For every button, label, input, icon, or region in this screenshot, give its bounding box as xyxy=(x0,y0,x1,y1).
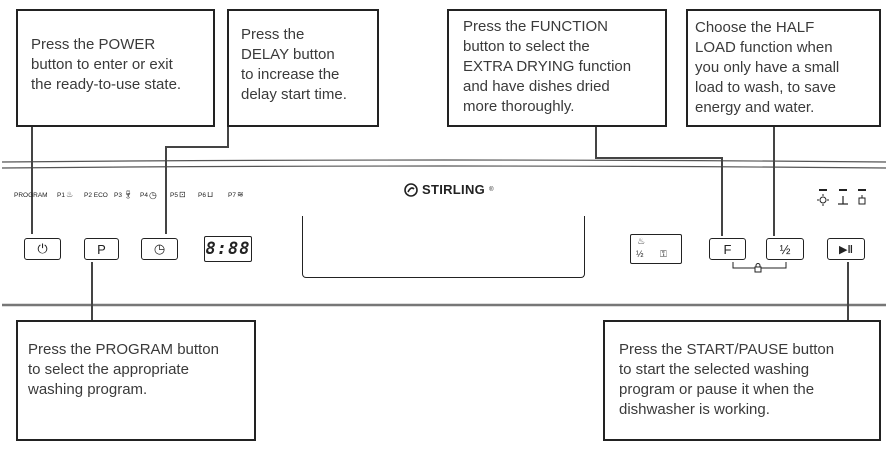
panel-top-edge xyxy=(1,159,887,163)
tray-icon: ≋ xyxy=(237,190,244,199)
clock-icon: ◷ xyxy=(149,190,157,200)
quick-icon: ⊡ xyxy=(179,190,186,199)
function-indicator-panel: ♨ ½ ⚿ xyxy=(630,234,682,264)
callout-function-text: Press the FUNCTION button to select the … xyxy=(463,18,632,115)
callout-half-load: Choose the HALF LOAD function when you o… xyxy=(686,9,881,127)
brand-name: STIRLING xyxy=(422,182,486,197)
callout-delay-text: Press the DELAY button to increase the d… xyxy=(241,26,347,103)
delay-clock-icon: ◷ xyxy=(153,241,166,256)
pot-icon: ♨ xyxy=(66,190,74,199)
brand-logo: STIRLING® xyxy=(404,182,494,197)
glass-icon: 🍷︎ xyxy=(123,190,134,199)
power-button[interactable]: ⏻ xyxy=(24,238,61,260)
program-p2: P2 ECO xyxy=(84,192,108,199)
program-p6: P6 xyxy=(198,192,206,199)
rinse-aid-icon xyxy=(858,195,866,205)
brand-mark: ® xyxy=(489,186,494,193)
callout-function: Press the FUNCTION button to select the … xyxy=(447,9,667,127)
delay-leader-line xyxy=(165,126,229,234)
callout-start-pause: Press the START/PAUSE button to start th… xyxy=(603,320,881,441)
child-lock-indicator-icon: ⚿ xyxy=(660,249,667,259)
callout-power: Press the POWER button to enter or exit … xyxy=(16,9,215,127)
rinse-icon: ⊔ xyxy=(207,190,214,199)
program-p4: P4 xyxy=(140,192,148,199)
function-button[interactable]: F xyxy=(709,238,746,260)
extra-dry-indicator-icon: ♨ xyxy=(637,236,646,246)
play-pause-icon: ▶‖ xyxy=(839,243,853,256)
indicator-leds xyxy=(819,189,866,191)
program-p7: P7 xyxy=(228,192,236,199)
half-load-indicator: ½ xyxy=(636,249,644,259)
brand-swirl-icon xyxy=(404,182,418,197)
power-icon: ⏻ xyxy=(37,241,48,256)
program-p1: P1 xyxy=(57,192,65,199)
callout-delay: Press the DELAY button to increase the d… xyxy=(227,9,379,127)
program-button[interactable]: P xyxy=(84,238,119,260)
callout-program: Press the PROGRAM button to select the a… xyxy=(16,320,256,441)
time-display: 8:88 xyxy=(204,236,252,262)
salt-icon xyxy=(838,196,848,205)
start-pause-button[interactable]: ▶‖ xyxy=(827,238,865,260)
function-leader-line xyxy=(595,126,723,236)
half-load-button-label: ½ xyxy=(779,241,791,257)
program-p5: P5 xyxy=(170,192,178,199)
delay-button[interactable]: ◷ xyxy=(141,238,178,260)
program-p3: P3 xyxy=(114,192,122,199)
callout-start-pause-text: Press the START/PAUSE button to start th… xyxy=(619,341,835,418)
door-handle-recess xyxy=(302,216,585,278)
sun-icon xyxy=(817,194,829,206)
callout-half-load-text: Choose the HALF LOAD function when you o… xyxy=(695,19,840,116)
program-label: PROGRAM xyxy=(14,192,48,199)
lock-icon xyxy=(754,263,762,273)
panel-top-edge-inner xyxy=(1,165,887,169)
callout-program-text: Press the PROGRAM button to select the a… xyxy=(28,341,219,398)
program-button-label: P xyxy=(97,241,106,257)
callout-power-text: Press the POWER button to enter or exit … xyxy=(31,36,182,93)
function-button-label: F xyxy=(723,241,732,257)
half-load-button[interactable]: ½ xyxy=(766,238,804,260)
